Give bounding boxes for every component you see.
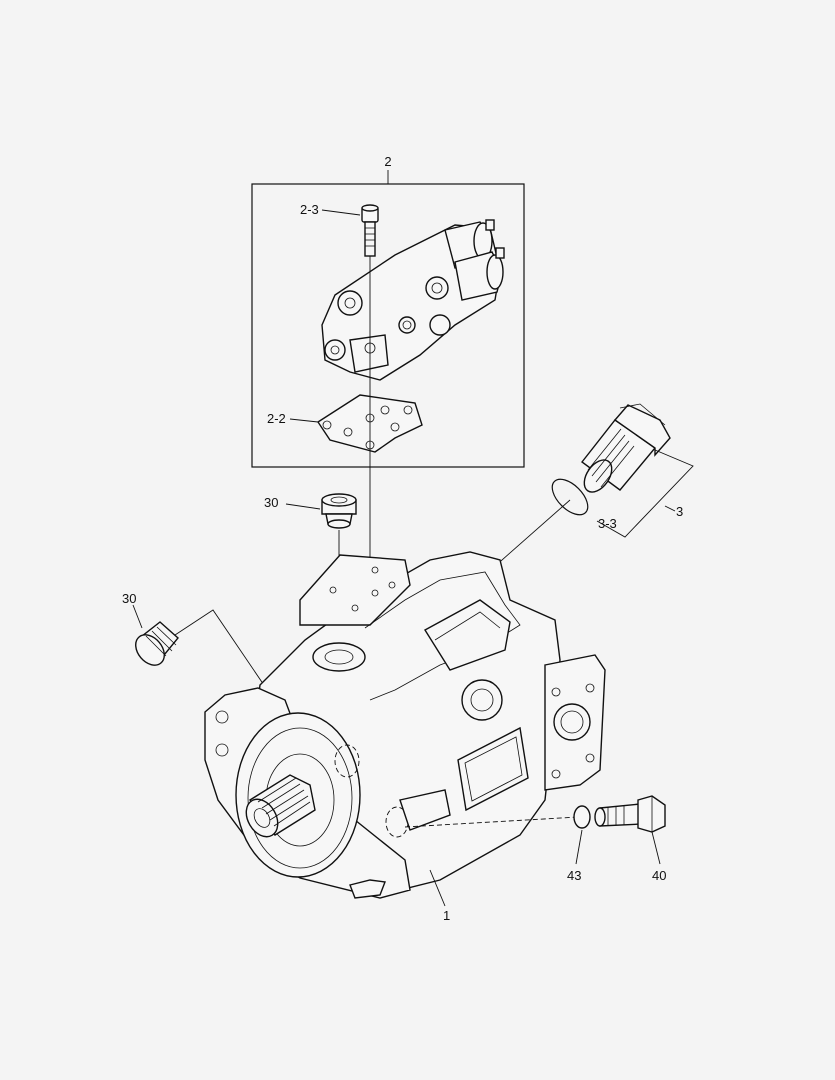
- valve-gasket-leader: [289, 418, 319, 423]
- label-fitting: 3: [676, 504, 683, 519]
- washer: [573, 805, 591, 829]
- fitting-bracket: [596, 449, 694, 538]
- label-control-valve: 2: [384, 154, 391, 169]
- drain-assembly-line: [404, 816, 579, 828]
- control-valve-body: [321, 219, 505, 381]
- control-valve-group: [251, 170, 525, 590]
- fitting-group: [484, 403, 694, 576]
- label-pump: 1: [443, 908, 450, 923]
- plug-left-leader: [132, 604, 143, 629]
- valve-bolt: [361, 204, 379, 257]
- plug-top: [321, 493, 357, 529]
- label-plug-top: 30: [264, 495, 278, 510]
- label-valve-gasket: 2-2: [267, 411, 286, 426]
- pump-leader: [429, 869, 446, 907]
- fitting-oring: [551, 478, 589, 516]
- label-washer: 43: [567, 868, 581, 883]
- plug-left: [135, 621, 179, 666]
- bolt-leader: [651, 831, 661, 865]
- label-fitting-oring: 3-3: [598, 516, 617, 531]
- pump-body: [204, 551, 606, 899]
- label-valve-bolt: 2-3: [300, 202, 319, 217]
- fitting: [581, 403, 671, 493]
- valve-bolt-leader: [321, 209, 361, 216]
- label-bolt: 40: [652, 868, 666, 883]
- label-plug-left: 30: [122, 591, 136, 606]
- drain-bolt: [594, 795, 666, 833]
- plug-top-leader: [285, 503, 321, 510]
- washer-leader: [575, 829, 583, 865]
